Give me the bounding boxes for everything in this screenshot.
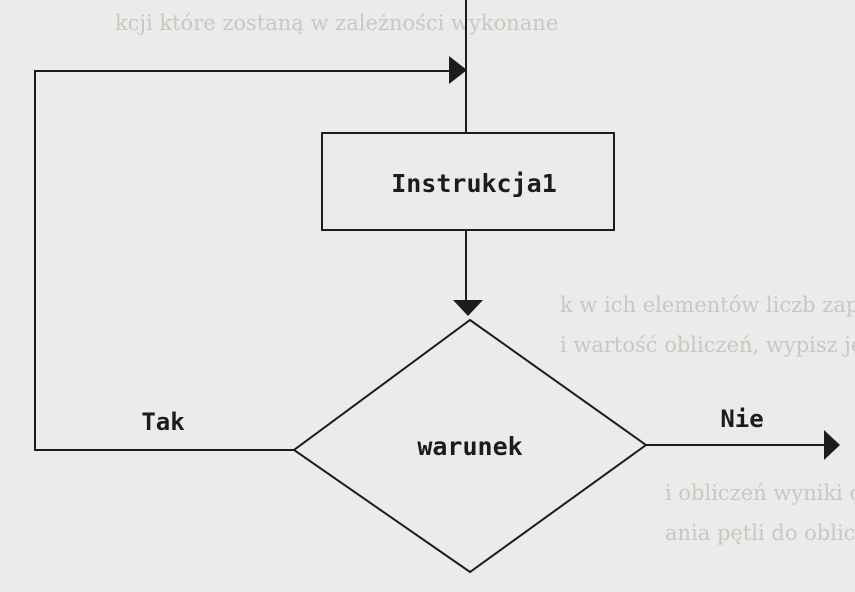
loop-arrowhead — [449, 56, 467, 84]
decision-label: warunek — [417, 432, 522, 461]
bleed-line-3: i wartość obliczeń, wypisz je; wspólna w… — [560, 333, 855, 357]
bleed-line-2: k w ich elementów liczb zapisanych w tab… — [560, 293, 855, 317]
process-label: Instrukcja1 — [391, 169, 557, 198]
bleed-line-5: ania pętli do obliczenia z kontrolą dla … — [665, 521, 855, 545]
bleed-through-text: kcji które zostaną w zależności wykonane… — [115, 11, 855, 545]
no-label: Nie — [720, 405, 763, 433]
bleed-line-4: i obliczeń wyniki obliczeń dla wartości — [665, 481, 855, 505]
process-box — [321, 132, 615, 231]
yes-label: Tak — [141, 408, 185, 436]
exit-arrowhead — [824, 430, 840, 460]
decision-diamond — [292, 318, 648, 574]
bleed-line-1: kcji które zostaną w zależności wykonane — [115, 11, 558, 35]
decision-arrowhead — [453, 300, 483, 316]
loop-back-path — [34, 70, 450, 451]
